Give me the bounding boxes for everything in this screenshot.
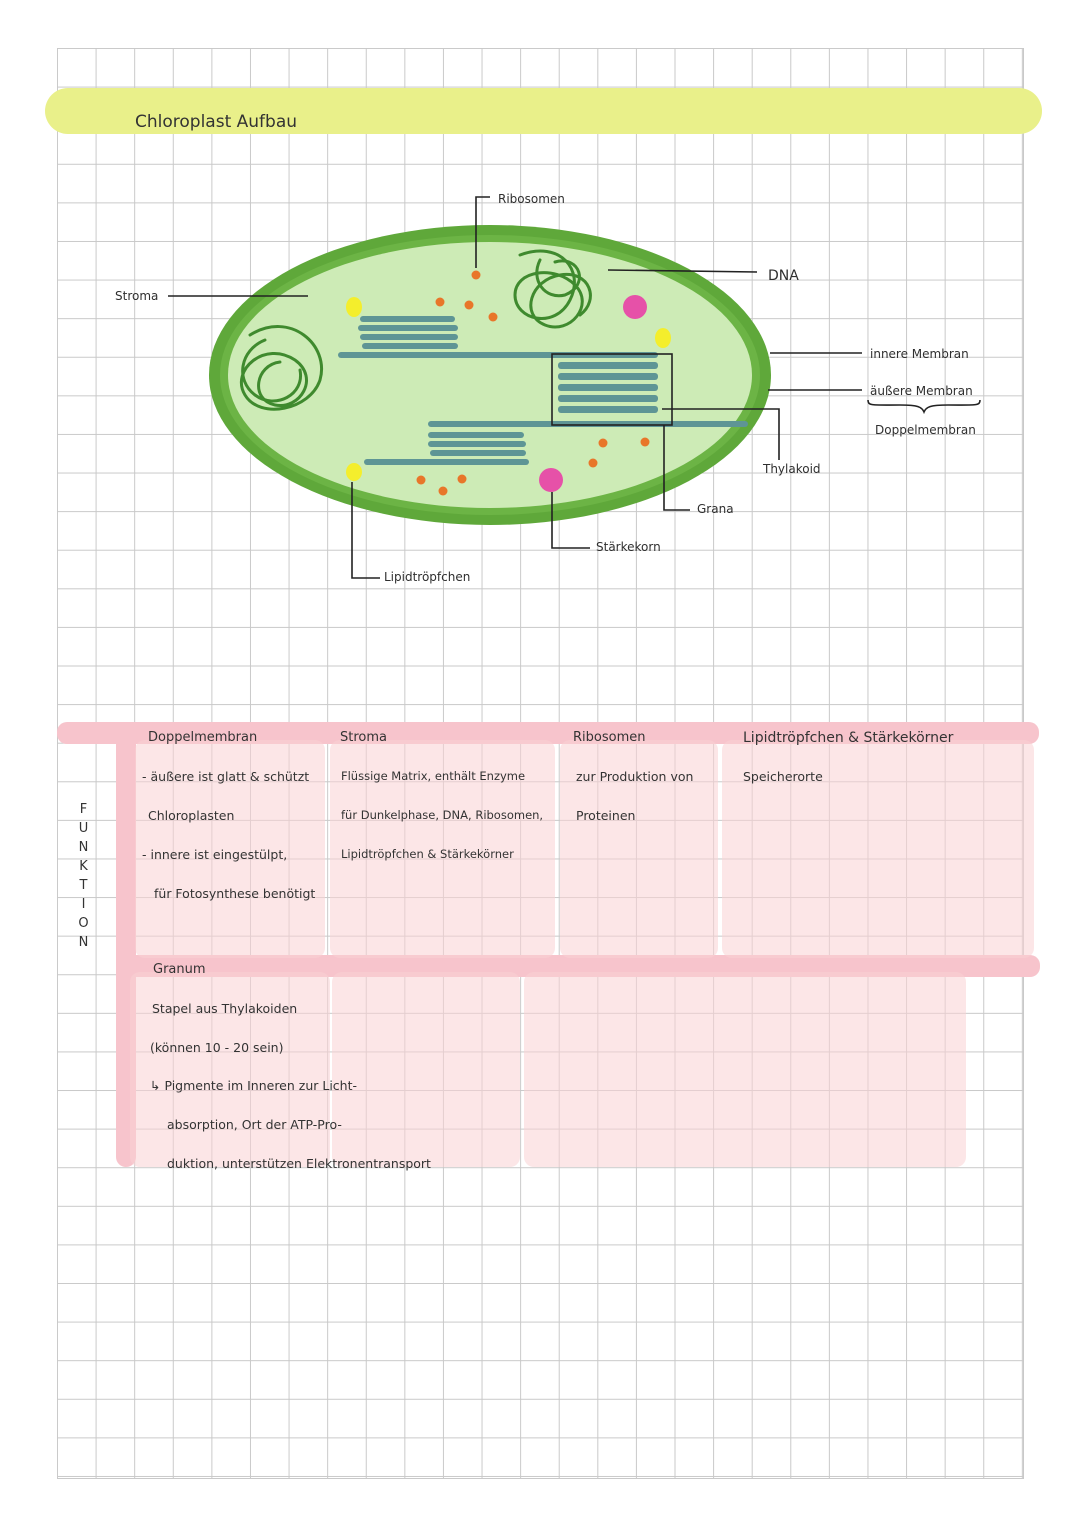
dna-leader bbox=[607, 269, 758, 273]
thylakoid bbox=[360, 316, 455, 322]
doppelmembran-line-1: - äußere ist glatt & schützt bbox=[142, 769, 310, 784]
cell-bg-empty-2 bbox=[524, 972, 966, 1167]
granum-line-5: duktion, unterstützen Elektronentranspor… bbox=[167, 1156, 431, 1171]
starch-grain bbox=[623, 295, 647, 319]
ribosome-dot bbox=[464, 300, 474, 310]
cell-bg-doppelmembran bbox=[135, 740, 325, 958]
label-lipidtroepfchen: Lipidtröpfchen bbox=[384, 570, 471, 584]
ribosome-dot bbox=[438, 486, 448, 496]
ribosomen-leader bbox=[475, 196, 490, 268]
doppelmembran-line-4: für Fotosynthese benötigt bbox=[154, 886, 316, 901]
thylakoid bbox=[428, 432, 524, 438]
thylakoid bbox=[558, 395, 658, 402]
ribosome-dot bbox=[471, 270, 481, 280]
stroma-line-2: für Dunkelphase, DNA, Ribosomen, bbox=[341, 808, 544, 822]
lipid-leader bbox=[351, 482, 380, 579]
label-stroma: Stroma bbox=[115, 289, 159, 303]
dna-loops bbox=[239, 249, 592, 411]
staerkekorn-leader bbox=[551, 492, 590, 549]
grana-highlight-box bbox=[551, 353, 673, 426]
lipid-line-1: Speicherorte bbox=[743, 769, 823, 784]
thylakoid bbox=[360, 334, 458, 340]
ribosome-dot bbox=[488, 312, 498, 322]
label-staerkekorn: Stärkekorn bbox=[596, 540, 661, 554]
ribosomen-line-2: Proteinen bbox=[576, 808, 636, 823]
ribosome-dot bbox=[416, 475, 426, 485]
granum-line-1: Stapel aus Thylakoiden bbox=[152, 1001, 298, 1016]
table-row-divider-band bbox=[120, 955, 1040, 977]
thylakoid bbox=[428, 441, 526, 447]
granum-line-3: ↳ Pigmente im Inneren zur Licht- bbox=[150, 1078, 358, 1093]
stroma-lamella bbox=[428, 421, 748, 427]
table-header-band bbox=[57, 722, 1039, 744]
thylakoid-stacks bbox=[338, 316, 748, 465]
doppelmembran-line-3: - innere ist eingestülpt, bbox=[142, 847, 288, 862]
heading-ribosomen: Ribosomen bbox=[573, 730, 646, 745]
page-title: Chloroplast Aufbau bbox=[135, 112, 298, 132]
lipid-droplet bbox=[346, 463, 362, 481]
cell-bg-granum bbox=[130, 972, 330, 1167]
doppelmembran-line-2: Chloroplasten bbox=[148, 808, 235, 823]
granum-line-2: (können 10 - 20 sein) bbox=[150, 1040, 284, 1055]
stroma-line-1: Flüssige Matrix, enthält Enzyme bbox=[341, 769, 526, 783]
label-aeussere-membran: äußere Membran bbox=[870, 384, 973, 398]
leader-lines bbox=[168, 196, 981, 579]
cell-bg-ribosomen bbox=[560, 740, 718, 958]
ribosome-dot bbox=[435, 297, 445, 307]
ribosome-dot bbox=[588, 458, 598, 468]
ribosome-dot bbox=[457, 474, 467, 484]
ribosome-dot bbox=[598, 438, 608, 448]
thylakoid-leader bbox=[662, 408, 780, 460]
label-grana: Grana bbox=[697, 502, 734, 516]
stroma-line-3: Lipidtröpfchen & Stärkekörner bbox=[341, 847, 514, 861]
cell-bg-empty-1 bbox=[332, 972, 520, 1167]
label-innere-membran: innere Membran bbox=[870, 347, 969, 361]
chloroplast-diagram bbox=[168, 196, 981, 579]
ribosome-dot bbox=[640, 437, 650, 447]
stroma-lamella bbox=[364, 459, 529, 465]
heading-lipid-staerke: Lipidtröpfchen & Stärkekörner bbox=[743, 730, 954, 746]
thylakoid bbox=[558, 362, 658, 369]
thylakoid bbox=[558, 384, 658, 391]
label-doppelmembran: Doppelmembran bbox=[875, 423, 976, 437]
heading-doppelmembran: Doppelmembran bbox=[148, 730, 258, 745]
thylakoid bbox=[362, 343, 458, 349]
heading-stroma: Stroma bbox=[340, 730, 387, 745]
lipid-droplet bbox=[346, 297, 362, 317]
lipid-droplet bbox=[655, 328, 671, 348]
thylakoid bbox=[558, 373, 658, 380]
thylakoid bbox=[358, 325, 458, 331]
ribosomes bbox=[416, 270, 650, 496]
stroma-lamella bbox=[338, 352, 658, 358]
title-highlight bbox=[45, 88, 1042, 134]
grana-leader bbox=[663, 425, 690, 511]
doppelmembran-brace bbox=[867, 399, 981, 415]
cell-bg-lipid bbox=[722, 740, 1034, 958]
label-dna: DNA bbox=[768, 268, 799, 284]
label-thylakoid: Thylakoid bbox=[763, 462, 821, 476]
thylakoid bbox=[430, 450, 526, 456]
granum-line-4: absorption, Ort der ATP-Pro- bbox=[167, 1117, 342, 1132]
cell-bg-stroma bbox=[330, 740, 555, 958]
heading-granum: Granum bbox=[153, 962, 206, 977]
label-ribosomen: Ribosomen bbox=[498, 192, 565, 206]
starch-grain bbox=[539, 468, 563, 492]
ribosomen-line-1: zur Produktion von bbox=[576, 769, 694, 784]
thylakoid bbox=[558, 406, 658, 413]
